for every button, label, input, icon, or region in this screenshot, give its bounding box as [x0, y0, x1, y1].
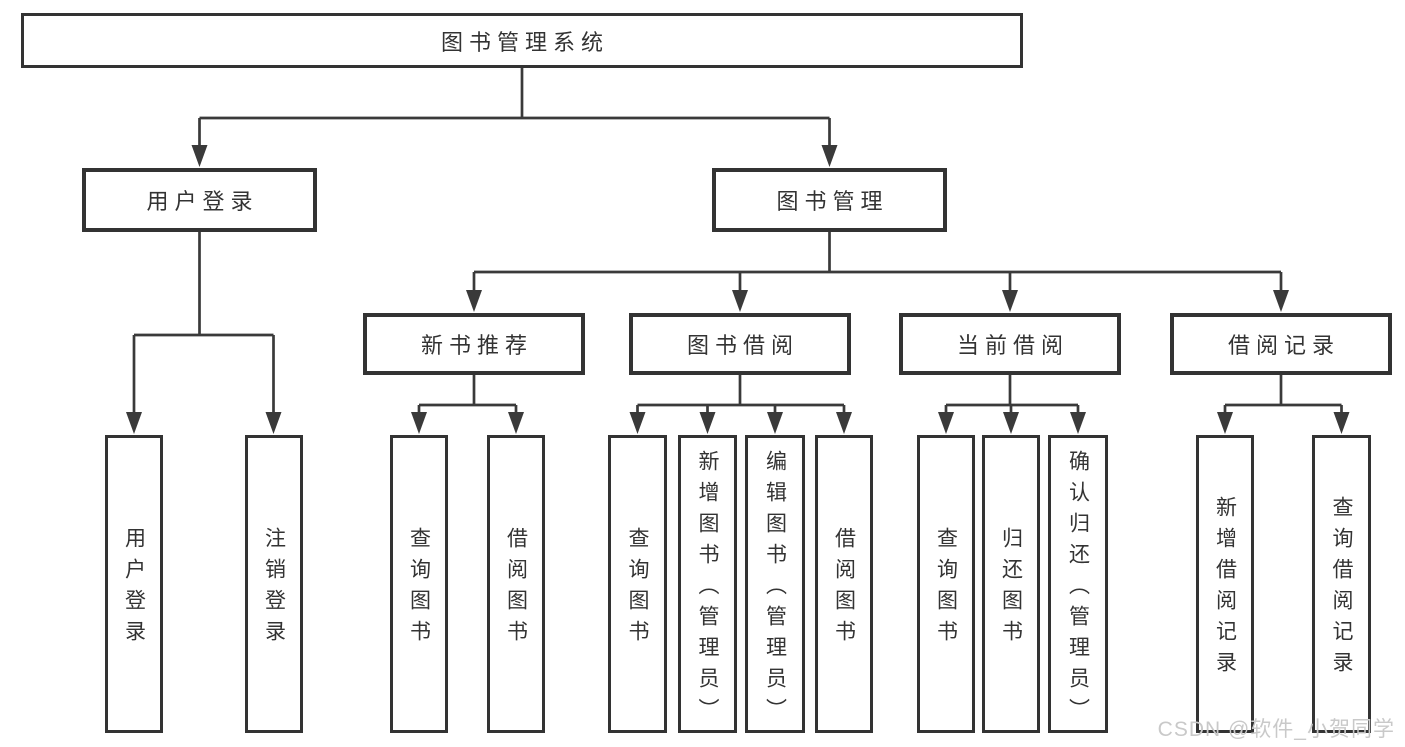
leaf-query-books-borrowing-label: 查询图书	[626, 527, 649, 651]
connector-arrowheads	[126, 145, 1350, 434]
leaf-query-books-current: 查询图书	[917, 435, 975, 733]
leaf-query-books-borrowing: 查询图书	[608, 435, 667, 733]
leaf-add-book-admin-label: 新增图书（管理员）	[696, 449, 719, 729]
leaf-borrow-books-recommend: 借阅图书	[487, 435, 545, 733]
leaf-edit-book-admin-label: 编辑图书（管理员）	[763, 449, 787, 729]
leaf-confirm-return-admin: 确认归还（管理员）	[1048, 435, 1108, 733]
node-library-management-system: 图书管理系统	[21, 13, 1023, 68]
node-book-management: 图书管理	[712, 168, 947, 232]
leaf-user-login-label: 用户登录	[122, 527, 146, 651]
leaf-borrow-books-borrowing-label: 借阅图书	[832, 527, 856, 651]
leaf-add-book-admin: 新增图书（管理员）	[678, 435, 737, 733]
node-borrowing-records-label: 借阅记录	[1227, 333, 1340, 358]
leaf-borrow-books-borrowing: 借阅图书	[815, 435, 873, 733]
node-current-borrowing-label: 当前借阅	[956, 333, 1069, 358]
node-new-book-recommendation: 新书推荐	[363, 313, 585, 375]
leaf-borrow-books-recommend-label: 借阅图书	[504, 527, 528, 651]
leaf-user-login: 用户登录	[105, 435, 163, 733]
leaf-logout: 注销登录	[245, 435, 303, 733]
node-library-management-system-label: 图书管理系统	[440, 29, 609, 55]
leaf-return-books: 归还图书	[982, 435, 1040, 733]
leaf-query-books-current-label: 查询图书	[934, 527, 958, 651]
node-new-book-recommendation-label: 新书推荐	[420, 333, 533, 358]
connector-stems	[132, 66, 1343, 416]
leaf-logout-label: 注销登录	[262, 527, 286, 651]
node-user-login-label: 用户登录	[146, 189, 259, 214]
leaf-query-books-recommend: 查询图书	[390, 435, 448, 733]
leaf-confirm-return-admin-label: 确认归还（管理员）	[1066, 449, 1090, 729]
leaf-query-books-recommend-label: 查询图书	[407, 527, 431, 651]
node-book-borrowing-label: 图书借阅	[686, 333, 799, 358]
node-current-borrowing: 当前借阅	[899, 313, 1121, 375]
leaf-return-books-label: 归还图书	[999, 527, 1023, 651]
leaf-add-borrow-record: 新增借阅记录	[1196, 435, 1254, 733]
leaf-query-borrow-record: 查询借阅记录	[1312, 435, 1371, 733]
node-book-borrowing: 图书借阅	[629, 313, 851, 375]
csdn-watermark: CSDN @软件_小贺同学	[1157, 718, 1395, 741]
leaf-add-borrow-record-label: 新增借阅记录	[1213, 496, 1237, 682]
node-user-login: 用户登录	[82, 168, 317, 232]
leaf-query-borrow-record-label: 查询借阅记录	[1330, 496, 1353, 682]
node-borrowing-records: 借阅记录	[1170, 313, 1392, 375]
node-book-management-label: 图书管理	[776, 189, 889, 214]
leaf-edit-book-admin: 编辑图书（管理员）	[745, 435, 805, 733]
